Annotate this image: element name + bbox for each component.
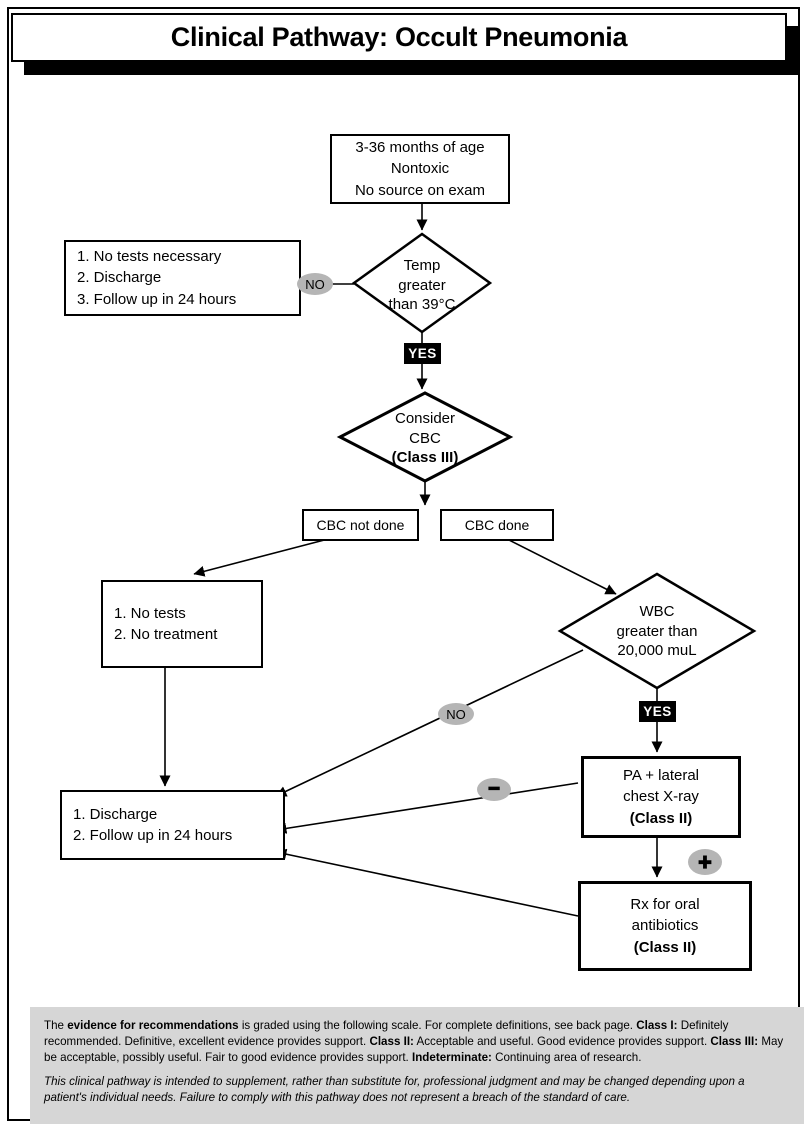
text-line: 2. Discharge: [77, 269, 162, 287]
no-label-temp: NO: [297, 273, 333, 295]
class-note: (Class II): [629, 809, 693, 827]
text-line: CBC done: [464, 517, 530, 533]
text-segment: The: [44, 1019, 68, 1032]
text-line: No source on exam: [354, 181, 486, 199]
wbc-diamond-label: WBC greater than 20,000 muL: [567, 602, 747, 661]
node-cbc-done: CBC done: [440, 509, 554, 541]
arrow-xray-negative-to-discharge: [275, 782, 579, 834]
arrow-wbc-no-to-discharge: [275, 649, 584, 797]
text-line: greater: [398, 276, 446, 294]
text-line: Nontoxic: [390, 160, 450, 178]
text-line: 2. Follow up in 24 hours: [73, 827, 233, 844]
node-discharge-followup: 1. Discharge 2. Follow up in 24 hours: [60, 790, 285, 860]
text-line: Consider: [394, 410, 456, 427]
text-line: WBC: [639, 603, 675, 620]
text-segment: Class II:: [369, 1034, 414, 1048]
text-line: 1. Discharge: [73, 805, 158, 823]
footer-disclaimer-paragraph: This clinical pathway is intended to sup…: [44, 1074, 745, 1104]
temp-diamond-shape: [351, 232, 493, 334]
text-line: antibiotics: [631, 917, 699, 935]
arrow-rx-to-discharge: [275, 848, 579, 917]
text-line: than 39°C: [388, 296, 456, 313]
text-segment: Acceptable and useful. Good evidence pro…: [413, 1034, 711, 1048]
class-note: (Class III): [391, 449, 459, 466]
text-segment: Definitely recommended. Definitive, exce…: [44, 1019, 729, 1048]
consider-cbc-diamond-shape: [336, 391, 514, 483]
text-line: 3. Follow up in 24 hours: [77, 290, 237, 308]
text-line: 20,000 muL: [617, 642, 697, 659]
page-title: Clinical Pathway: Occult Pneumonia: [170, 22, 628, 52]
text-segment: May be acceptable, possibly useful. Fair…: [44, 1034, 784, 1064]
text-line: Temp: [403, 257, 441, 274]
footer-grading-paragraph: The evidence for recommendations is grad…: [44, 1018, 790, 1066]
text-line: 1. No tests: [114, 604, 186, 622]
positive-sign-icon: +: [688, 848, 722, 875]
text-segment: is graded using the following scale. For…: [238, 1019, 637, 1032]
negative-sign-icon: −: [477, 777, 511, 801]
no-label-wbc: NO: [438, 703, 474, 725]
temp-diamond-label: Temp greater than 39°C: [352, 256, 492, 315]
text-line: Rx for oral: [630, 896, 700, 914]
text-line: greater than: [616, 622, 698, 640]
node-rx-antibiotics: Rx for oral antibiotics (Class II): [578, 881, 752, 971]
text-line: chest X-ray: [623, 788, 699, 806]
text-line: 3-36 months of age: [355, 139, 485, 157]
text-segment: Indeterminate:: [412, 1050, 492, 1064]
arrow-cbcdone-to-wbc: [504, 537, 617, 595]
yes-label-temp: YES: [404, 343, 441, 364]
text-segment: Class III:: [710, 1034, 759, 1048]
text-segment: evidence for recommendations: [67, 1019, 239, 1032]
arrow-cbcnotdone-to-notests: [193, 537, 333, 577]
text-line: CBC not done: [316, 517, 405, 533]
yes-label-wbc: YES: [639, 701, 676, 722]
title-banner: Clinical Pathway: Occult Pneumonia: [11, 13, 787, 62]
wbc-diamond-shape: [557, 572, 757, 690]
node-no-tests-no-treatment: 1. No tests 2. No treatment: [101, 580, 263, 668]
node-no-tests-discharge: 1. No tests necessary 2. Discharge 3. Fo…: [64, 240, 301, 316]
text-segment: Class I:: [636, 1019, 678, 1032]
text-line: 1. No tests necessary: [77, 248, 222, 266]
node-cbc-not-done: CBC not done: [302, 509, 419, 541]
node-chest-xray: PA + lateral chest X-ray (Class II): [581, 756, 741, 838]
footer-note: The evidence for recommendations is grad…: [30, 1007, 804, 1124]
consider-cbc-diamond-label: Consider CBC (Class III): [345, 409, 505, 468]
node-entry-criteria: 3-36 months of age Nontoxic No source on…: [330, 134, 510, 204]
text-line: 2. No treatment: [114, 626, 218, 643]
text-line: PA + lateral: [622, 767, 700, 785]
text-segment: Continuing area of research.: [491, 1050, 642, 1064]
class-note: (Class II): [633, 938, 697, 956]
text-line: CBC: [409, 429, 441, 447]
